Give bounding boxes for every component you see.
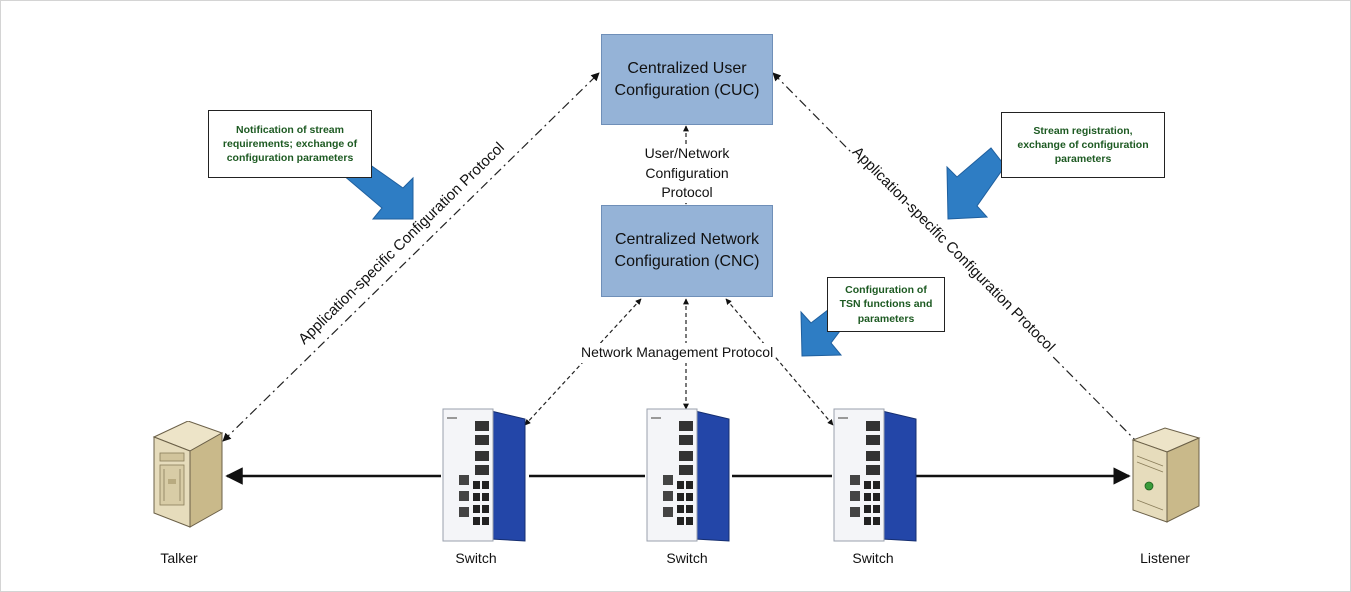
switch-3-label: Switch xyxy=(852,550,894,566)
switch-3 xyxy=(832,407,920,547)
tsn-note-box: Configuration of TSN functions and param… xyxy=(827,277,945,332)
cuc-label: Centralized User Configuration (CUC) xyxy=(614,59,760,99)
talker-note-box: Notification of stream requirements; exc… xyxy=(208,110,372,178)
network-management-protocol-label: Network Management Protocol xyxy=(579,343,776,363)
switch-2-icon xyxy=(646,408,730,542)
callout-arrow-listener xyxy=(946,147,1006,220)
switch-1-label: Switch xyxy=(455,550,497,566)
cnc-label: Centralized Network Configuration (CNC) xyxy=(614,231,760,270)
listener-note-box: Stream registration, exchange of configu… xyxy=(1001,112,1165,178)
switch-1-icon xyxy=(442,408,526,542)
talker-server-icon xyxy=(152,421,224,528)
listener-label: Listener xyxy=(1140,550,1190,566)
switch-2-label: Switch xyxy=(666,550,708,566)
talker-label: Talker xyxy=(160,550,198,566)
switch-3-icon xyxy=(833,408,917,542)
switch-2 xyxy=(645,407,733,547)
listener-pc-icon xyxy=(1131,427,1201,523)
cuc-box: Centralized User Configuration (CUC) xyxy=(601,34,773,125)
cnc-box: Centralized Network Configuration (CNC) xyxy=(601,205,773,297)
user-network-protocol-label: User/Network Configuration Protocol xyxy=(623,144,751,203)
app-protocol-line-left xyxy=(222,72,600,442)
switch-1 xyxy=(441,407,529,547)
